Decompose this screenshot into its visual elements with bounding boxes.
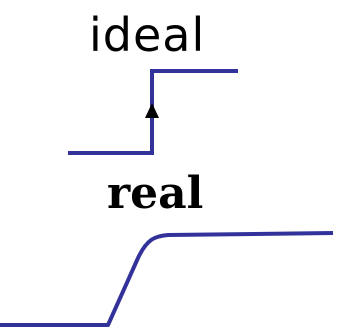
real-label: real — [107, 168, 204, 219]
rising-edge-arrow-icon — [145, 103, 159, 118]
ideal-label: ideal — [89, 8, 206, 62]
real-step-waveform — [0, 231, 334, 327]
